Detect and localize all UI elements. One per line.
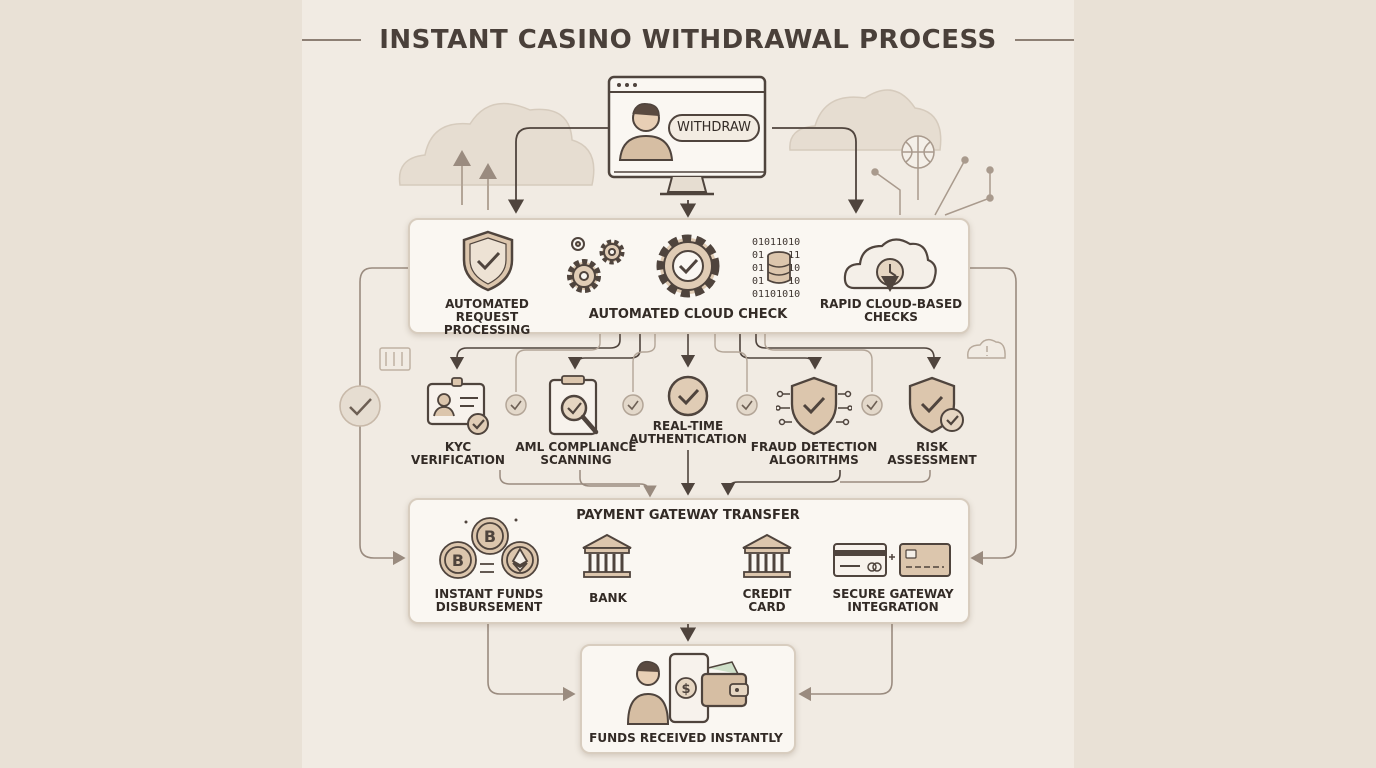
- wallet-icon: [700, 661, 749, 708]
- page-title: INSTANT CASINO WITHDRAWAL PROCESS: [379, 25, 997, 55]
- svg-text:$: $: [681, 682, 690, 697]
- crypto-coins-icon: B B: [439, 517, 539, 579]
- svg-text:B: B: [452, 551, 464, 570]
- right-margin: [1074, 0, 1376, 768]
- risk-assessment-label: RISK ASSESSMENT: [887, 440, 977, 467]
- funds-received-label: FUNDS RECEIVED INSTANTLY: [589, 731, 783, 745]
- network-decoration: [871, 135, 994, 216]
- left-margin: [0, 0, 302, 768]
- payment-gateway-title: PAYMENT GATEWAY TRANSFER: [576, 508, 800, 523]
- check-circle-icon: [667, 375, 709, 417]
- title-rule-right: [1014, 39, 1074, 41]
- cloud-alert-decoration: [967, 338, 1006, 359]
- gears-icon: [567, 237, 625, 293]
- aml-compliance-label: AML COMPLIANCE SCANNING: [515, 440, 637, 467]
- rapid-checks-label: RAPID CLOUD-BASED CHECKS: [819, 297, 963, 324]
- svg-text:B: B: [484, 527, 496, 546]
- binary-code-text: 01011010 01 11 01 10 01 10 01101010: [752, 237, 801, 300]
- kyc-verification-label: KYC VERIFICATION: [411, 440, 505, 467]
- bank-label: BANK: [589, 591, 627, 605]
- credit-card-label: CREDIT CARD: [742, 587, 792, 614]
- calendar-decoration: [379, 347, 411, 371]
- database-icon: [767, 251, 791, 284]
- cards-icon: [833, 543, 951, 577]
- bank-icon: [582, 533, 632, 578]
- cloud-check-title: AUTOMATED CLOUD CHECK: [588, 307, 788, 322]
- cloud-decoration-left: [398, 102, 595, 186]
- user-icon: [626, 660, 670, 725]
- cloud-timer-icon: [843, 238, 937, 292]
- instant-funds-label: INSTANT FUNDS DISBURSEMENT: [434, 587, 544, 614]
- growth-arrows-decoration: [453, 150, 497, 210]
- title-row: INSTANT CASINO WITHDRAWAL PROCESS: [302, 22, 1074, 58]
- title-rule-left: [302, 39, 362, 41]
- fraud-detection-label: FRAUD DETECTION ALGORITHMS: [750, 440, 878, 467]
- funds-received-icon-group: $: [626, 652, 749, 725]
- secure-gateway-label: SECURE GATEWAY INTEGRATION: [832, 587, 954, 614]
- clipboard-magnifier-icon: [548, 375, 599, 436]
- automated-request-label: AUTOMATED REQUEST PROCESSING: [443, 297, 531, 337]
- shield-check-icon: [462, 230, 514, 292]
- user-avatar-icon: [618, 102, 674, 161]
- id-card-icon: [426, 377, 489, 435]
- gear-check-icon: [656, 234, 720, 298]
- real-time-authentication-label: REAL-TIME AUTHENTICATION: [629, 419, 747, 446]
- shield-check-badge-icon: [908, 376, 964, 434]
- shield-network-icon: [776, 376, 852, 436]
- withdraw-button[interactable]: WITHDRAW: [668, 114, 760, 142]
- credit-bank-icon: [742, 533, 792, 578]
